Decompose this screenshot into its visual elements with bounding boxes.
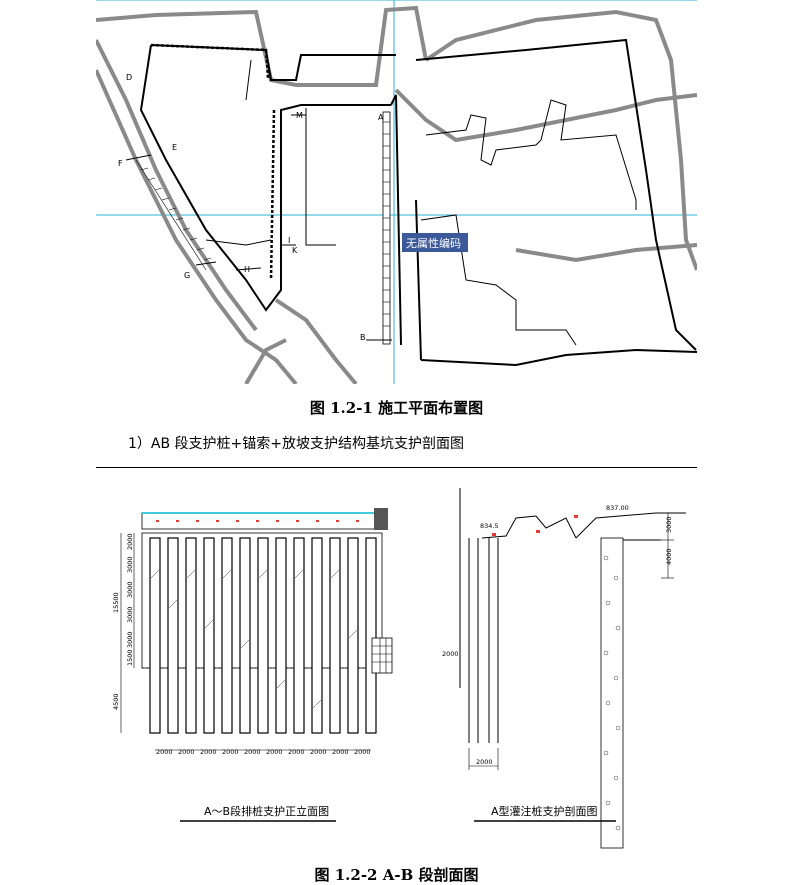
- plan-label-i: I: [288, 236, 290, 245]
- figure-caption-2: 图 1.2-2 A-B 段剖面图: [314, 866, 479, 884]
- dim-right-bottom: 4000: [665, 548, 673, 565]
- dim-left-2: 3000: [126, 556, 134, 573]
- dim-2000: 2000: [442, 650, 459, 658]
- dim-bottom-left: 4500: [112, 693, 120, 710]
- dim-total: 15500: [112, 592, 120, 613]
- base-dim: 2000: [476, 758, 493, 766]
- paragraph-ab-section: 1）AB 段支护桩+锚索+放坡支护结构基坑支护剖面图: [128, 436, 464, 452]
- dim-bottom-9: 2000: [332, 748, 349, 756]
- dim-left-6: 1500: [126, 649, 134, 666]
- site-plan-drawing: A B D E F G H M I K 无属性编码: [94, 0, 699, 386]
- elev-left: 834.5: [480, 522, 499, 530]
- dim-left-1: 2000: [126, 533, 134, 550]
- dim-bottom-2: 2000: [178, 748, 195, 756]
- plan-label-b: B: [360, 333, 366, 342]
- dim-bottom-10: 2000: [354, 748, 371, 756]
- left-drawing-title: A～B段排桩支护正立面图: [204, 804, 329, 818]
- plan-label-f: F: [118, 159, 123, 168]
- dim-left-3: 3000: [126, 581, 134, 598]
- plan-label-k: K: [292, 246, 298, 255]
- right-drawing-title: A型灌注桩支护剖面图: [491, 804, 598, 818]
- dim-bottom-8: 2000: [310, 748, 327, 756]
- section-drawing: 2000 3000 3000 3000 3000 1500 15500 4500…: [96, 478, 697, 874]
- dim-bottom-1: 2000: [156, 748, 173, 756]
- dim-bottom-3: 2000: [200, 748, 217, 756]
- dim-bottom-6: 2000: [266, 748, 283, 756]
- plan-label-a: A: [378, 113, 384, 122]
- dim-bottom-4: 2000: [222, 748, 239, 756]
- plan-label-e: E: [172, 143, 177, 152]
- dim-right-top: 3000: [665, 516, 673, 533]
- dim-bottom-5: 2000: [244, 748, 261, 756]
- plan-label-h: H: [244, 265, 250, 274]
- elev-top: 837.00: [606, 504, 629, 512]
- dim-bottom-7: 2000: [288, 748, 305, 756]
- horizontal-rule: [96, 467, 697, 468]
- plan-label-m: M: [296, 111, 303, 120]
- plan-label-d: D: [126, 73, 132, 82]
- figure-caption-1: 图 1.2-1 施工平面布置图: [309, 399, 484, 417]
- dim-left-5: 3000: [126, 631, 134, 648]
- tooltip: 无属性编码: [402, 233, 468, 252]
- dim-left-4: 3000: [126, 606, 134, 623]
- tooltip-text: 无属性编码: [406, 236, 461, 250]
- plan-label-g: G: [184, 271, 190, 280]
